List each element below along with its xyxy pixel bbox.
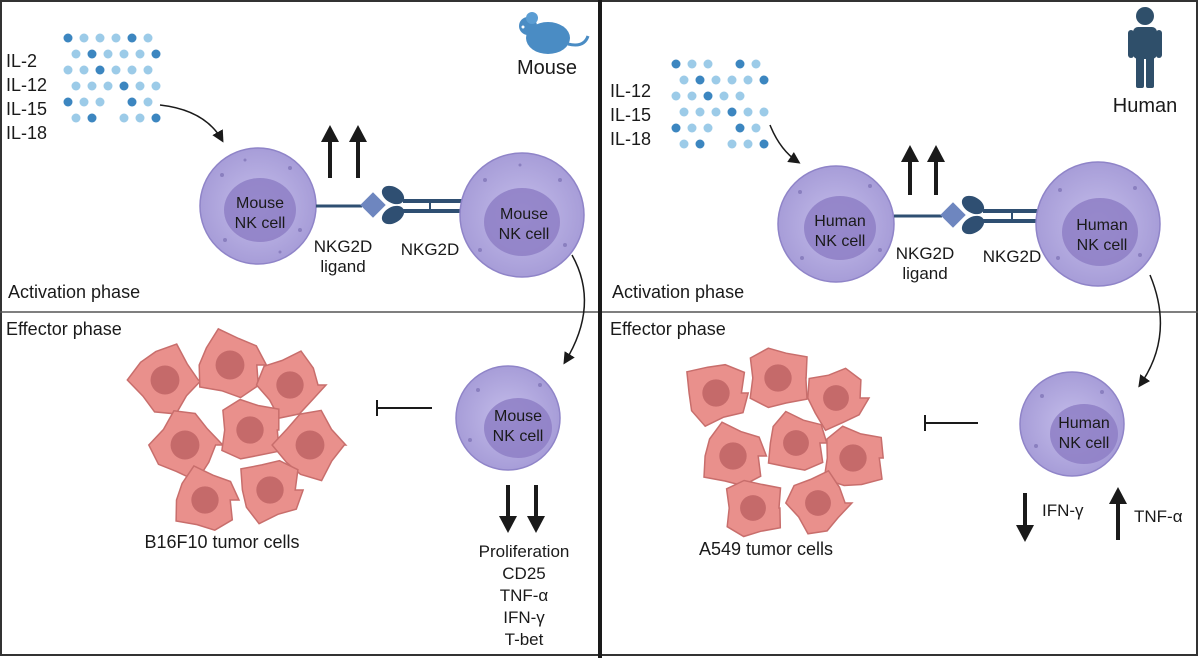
human-cytokine-3: IL-18 [610, 129, 651, 149]
human-activation-phase-label: Activation phase [612, 282, 744, 302]
mouse-nk-left-line1: Mouse [236, 195, 284, 212]
human-inhibition-symbol [925, 415, 978, 431]
mouse-icon [519, 12, 588, 54]
mouse-nk-left-line2: NK cell [235, 215, 286, 232]
human-cytokine-2: IL-15 [610, 105, 651, 125]
human-ligand-label-1: NKG2D [896, 244, 955, 263]
human-cytokine-arrow [770, 125, 798, 162]
mouse-upregulation-arrows [321, 125, 367, 178]
human-nk-left-line1: Human [814, 213, 866, 230]
mouse-cytokine-1: IL-2 [6, 51, 37, 71]
mouse-nk-cell-right: Mouse NK cell [460, 153, 584, 277]
mouse-ligand-shape [360, 192, 385, 217]
human-tnf-up-arrow [1109, 487, 1127, 540]
mouse-ligand-label-2: ligand [320, 257, 365, 276]
mouse-down-item-3: TNF-α [500, 586, 549, 605]
human-upregulation-arrows [901, 145, 945, 195]
mouse-effector-nk-line2: NK cell [493, 428, 544, 445]
mouse-cytokine-2: IL-12 [6, 75, 47, 95]
human-ligand-label-2: ligand [902, 264, 947, 283]
human-ligand-shape [940, 202, 965, 227]
human-nk-right-line1: Human [1076, 217, 1128, 234]
mouse-effector-phase-label: Effector phase [6, 319, 122, 339]
mouse-nk-cell-left: Mouse NK cell [200, 148, 316, 264]
mouse-cytokine-3: IL-15 [6, 99, 47, 119]
human-cytokine-1: IL-12 [610, 81, 651, 101]
mouse-effector-nk-cell: Mouse NK cell [456, 366, 560, 470]
human-nk-cell-left: Human NK cell [778, 166, 894, 282]
human-effector-phase-label: Effector phase [610, 319, 726, 339]
mouse-inhibition-symbol [377, 400, 432, 416]
human-ifn-label: IFN-γ [1042, 501, 1084, 520]
mouse-receptor-shape [379, 182, 463, 228]
mouse-cytokine-dots [64, 34, 161, 123]
mouse-nk-right-line1: Mouse [500, 206, 548, 223]
mouse-down-item-5: T-bet [505, 630, 544, 649]
mouse-tumor-cluster [127, 329, 345, 530]
mouse-cytokine-arrow [160, 105, 222, 140]
human-effector-nk-cell: Human NK cell [1020, 372, 1124, 476]
mouse-cytokine-4: IL-18 [6, 123, 47, 143]
human-icon [1128, 7, 1162, 88]
human-nk-left-line2: NK cell [815, 233, 866, 250]
human-receptor-shape [959, 192, 1041, 238]
human-tumor-cluster [687, 348, 883, 536]
human-nk-cell-right: Human NK cell [1036, 162, 1160, 286]
mouse-effector-nk-line1: Mouse [494, 408, 542, 425]
mouse-receptor-label: NKG2D [401, 240, 460, 259]
human-tumor-label: A549 tumor cells [699, 539, 833, 559]
mouse-down-item-4: IFN-γ [503, 608, 545, 627]
mouse-phase-transition-arrow [565, 255, 584, 362]
mouse-species-label: Mouse [517, 57, 577, 79]
human-tnf-label: TNF-α [1134, 507, 1183, 526]
human-panel: Human IL-12 IL-15 IL-18 Human NK cell [610, 7, 1183, 559]
human-species-label: Human [1113, 95, 1177, 117]
mouse-ligand-label-1: NKG2D [314, 237, 373, 256]
human-cytokine-dots [672, 60, 769, 149]
mouse-activation-phase-label: Activation phase [8, 282, 140, 302]
mouse-nk-right-line2: NK cell [499, 226, 550, 243]
mouse-tumor-label: B16F10 tumor cells [144, 532, 299, 552]
mouse-down-item-2: CD25 [502, 564, 545, 583]
human-phase-transition-arrow [1140, 275, 1160, 385]
mouse-downregulation-arrows [499, 485, 545, 533]
mouse-panel: Mouse IL-2 IL-12 IL-15 IL-18 Mouse NK ce… [6, 12, 588, 649]
human-effector-nk-line1: Human [1058, 415, 1110, 432]
human-effector-nk-line2: NK cell [1059, 435, 1110, 452]
human-nk-right-line2: NK cell [1077, 237, 1128, 254]
human-ifn-down-arrow [1016, 493, 1034, 542]
mouse-down-item-1: Proliferation [479, 542, 570, 561]
human-receptor-label: NKG2D [983, 247, 1042, 266]
